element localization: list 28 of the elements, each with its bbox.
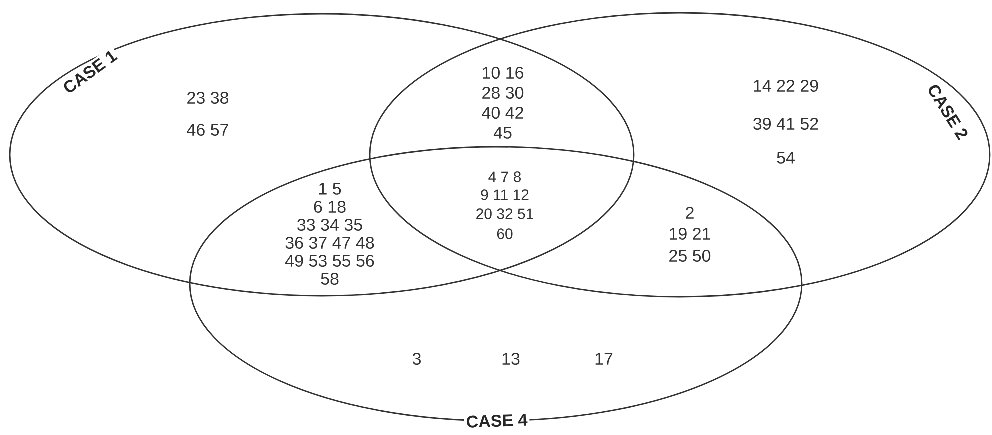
region-number: 54 <box>777 152 795 164</box>
region-number: 17 <box>596 353 613 365</box>
region-number: 28 30 <box>482 86 524 100</box>
region-number: 36 37 47 48 <box>286 236 374 250</box>
region-number: 60 <box>497 228 513 240</box>
region-number: 58 <box>321 272 339 286</box>
region-number: 46 57 <box>187 124 228 136</box>
region-number: 1 5 <box>320 183 342 195</box>
region-number: 6 18 <box>314 200 346 214</box>
region-number: 19 21 <box>670 228 710 240</box>
region-number: 2 <box>686 207 694 219</box>
region-number: 40 42 <box>482 106 524 120</box>
region-number: 23 38 <box>188 92 229 104</box>
region-number: 33 34 35 <box>298 218 362 232</box>
set-ellipse <box>189 146 803 430</box>
region-number: 20 32 51 <box>476 208 534 220</box>
set-ellipse <box>9 13 635 297</box>
region-number: 14 22 29 <box>754 80 818 92</box>
region-number: 3 <box>412 352 421 366</box>
set-label: CASE 4 <box>464 412 530 430</box>
region-number: 45 <box>494 127 512 139</box>
region-number: 4 7 8 <box>488 172 522 182</box>
region-number: 39 41 52 <box>754 118 818 130</box>
region-number: 9 11 12 <box>481 190 529 200</box>
region-number: 49 53 55 56 <box>286 254 374 268</box>
region-number: 10 16 <box>483 66 524 80</box>
region-number: 13 <box>502 352 520 366</box>
region-number: 25 50 <box>670 250 711 262</box>
